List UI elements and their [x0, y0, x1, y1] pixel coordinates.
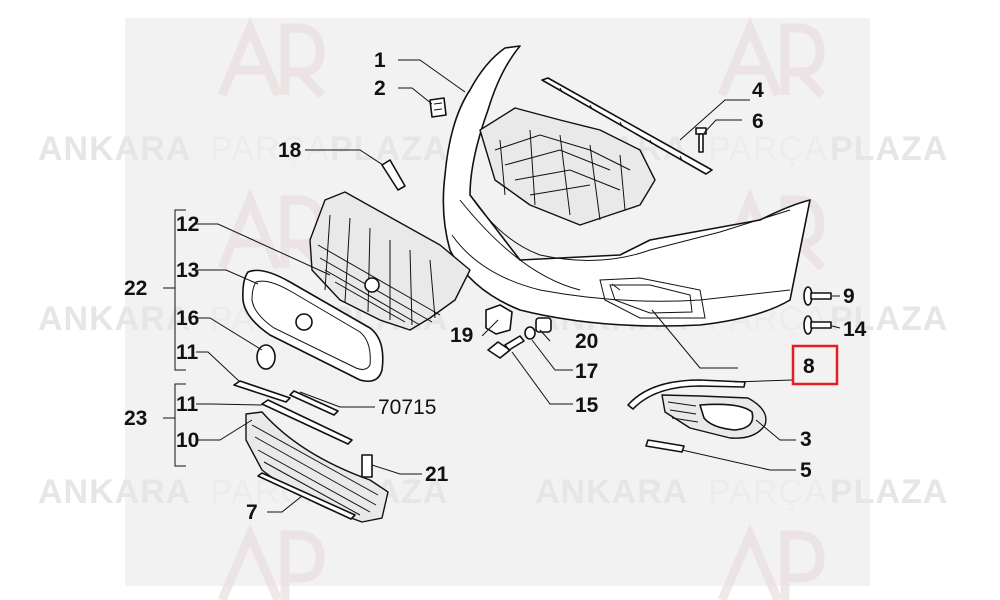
- watermark-row-3: ANKARA PARÇA PLAZA ANKARA PARÇA PLAZA: [38, 473, 948, 511]
- fog-light-bezel-3-part: [661, 394, 767, 439]
- watermark-logos: [217, 16, 826, 600]
- screw-6-part: [695, 127, 707, 153]
- leader-lines: [196, 59, 841, 513]
- clip-21-part: [361, 454, 373, 478]
- callout-10: 10: [176, 429, 199, 452]
- callout-16: 16: [176, 307, 199, 330]
- callout-11-lower: 11: [176, 393, 199, 416]
- callout-22: 22: [124, 277, 147, 300]
- watermark-text: ANKARA: [38, 473, 191, 511]
- bumper-absorber-part: [479, 107, 656, 226]
- highlight-box-part-8: [791, 344, 839, 386]
- callout-17: 17: [575, 360, 598, 383]
- watermark-text: PLAZA: [830, 300, 948, 338]
- bracket-18-part: [381, 159, 406, 191]
- callout-8: 8: [803, 355, 815, 378]
- callout-11-upper: 11: [176, 341, 199, 364]
- trim-11-part: [233, 380, 353, 445]
- callout-70715: 70715: [378, 396, 436, 419]
- upper-strip-part: [541, 77, 713, 175]
- upper-grille-12-part: [309, 191, 471, 331]
- callout-1: 1: [374, 49, 386, 72]
- watermark-text: PLAZA: [830, 130, 948, 168]
- callout-19: 19: [450, 324, 473, 347]
- group-bracket-23: [163, 383, 186, 467]
- watermark-text: PARÇA: [708, 130, 828, 168]
- callout-5: 5: [800, 459, 812, 482]
- callout-7: 7: [246, 501, 258, 524]
- watermark-text: PARÇA: [708, 473, 828, 511]
- fastener-14-part: [803, 315, 832, 335]
- callout-21: 21: [425, 463, 449, 486]
- grille-frame-13-part: [242, 269, 384, 383]
- watermark-text: ANKARA: [535, 473, 688, 511]
- nut-20-part: [535, 317, 552, 333]
- callout-6: 6: [752, 110, 764, 133]
- bracket-19-part: [485, 304, 513, 335]
- washer-17-part: [524, 326, 536, 340]
- callout-23: 23: [124, 407, 147, 430]
- front-bumper-part: [442, 45, 811, 327]
- group-bracket-22: [163, 209, 186, 371]
- strip-5-part: [645, 439, 685, 453]
- trim-strip-8-part: [627, 379, 746, 410]
- screw-15-part: [487, 335, 525, 359]
- watermark-text: ANKARA: [38, 300, 191, 338]
- watermark-text: PLAZA: [830, 473, 948, 511]
- watermark-text: ANKARA: [38, 130, 191, 168]
- callout-9: 9: [843, 285, 855, 308]
- callout-20: 20: [575, 330, 598, 353]
- callout-3: 3: [800, 428, 812, 451]
- callout-2: 2: [374, 77, 386, 100]
- callout-4: 4: [752, 79, 764, 102]
- fastener-9-part: [803, 286, 832, 306]
- lower-strip-7-part: [257, 472, 356, 520]
- watermark-logo-icon: [717, 16, 826, 99]
- callout-labels: 1 2 4 6 18 12 13 22 16 11 11 23 10 7 707…: [124, 49, 867, 524]
- watermark-logo-icon: [717, 523, 825, 600]
- watermark-text: PARÇA: [210, 130, 330, 168]
- callout-12: 12: [176, 213, 199, 236]
- callout-18: 18: [278, 139, 302, 162]
- callout-13: 13: [176, 259, 199, 282]
- callout-15: 15: [575, 394, 599, 417]
- watermark-logo-icon: [217, 523, 325, 600]
- watermark-logo-icon: [217, 188, 326, 272]
- clip-2-part: [429, 97, 447, 118]
- watermark-logo-icon: [217, 16, 326, 99]
- trim-strip-70715-part: [289, 390, 339, 416]
- badge-16-part: [256, 344, 276, 370]
- callout-14: 14: [843, 318, 867, 341]
